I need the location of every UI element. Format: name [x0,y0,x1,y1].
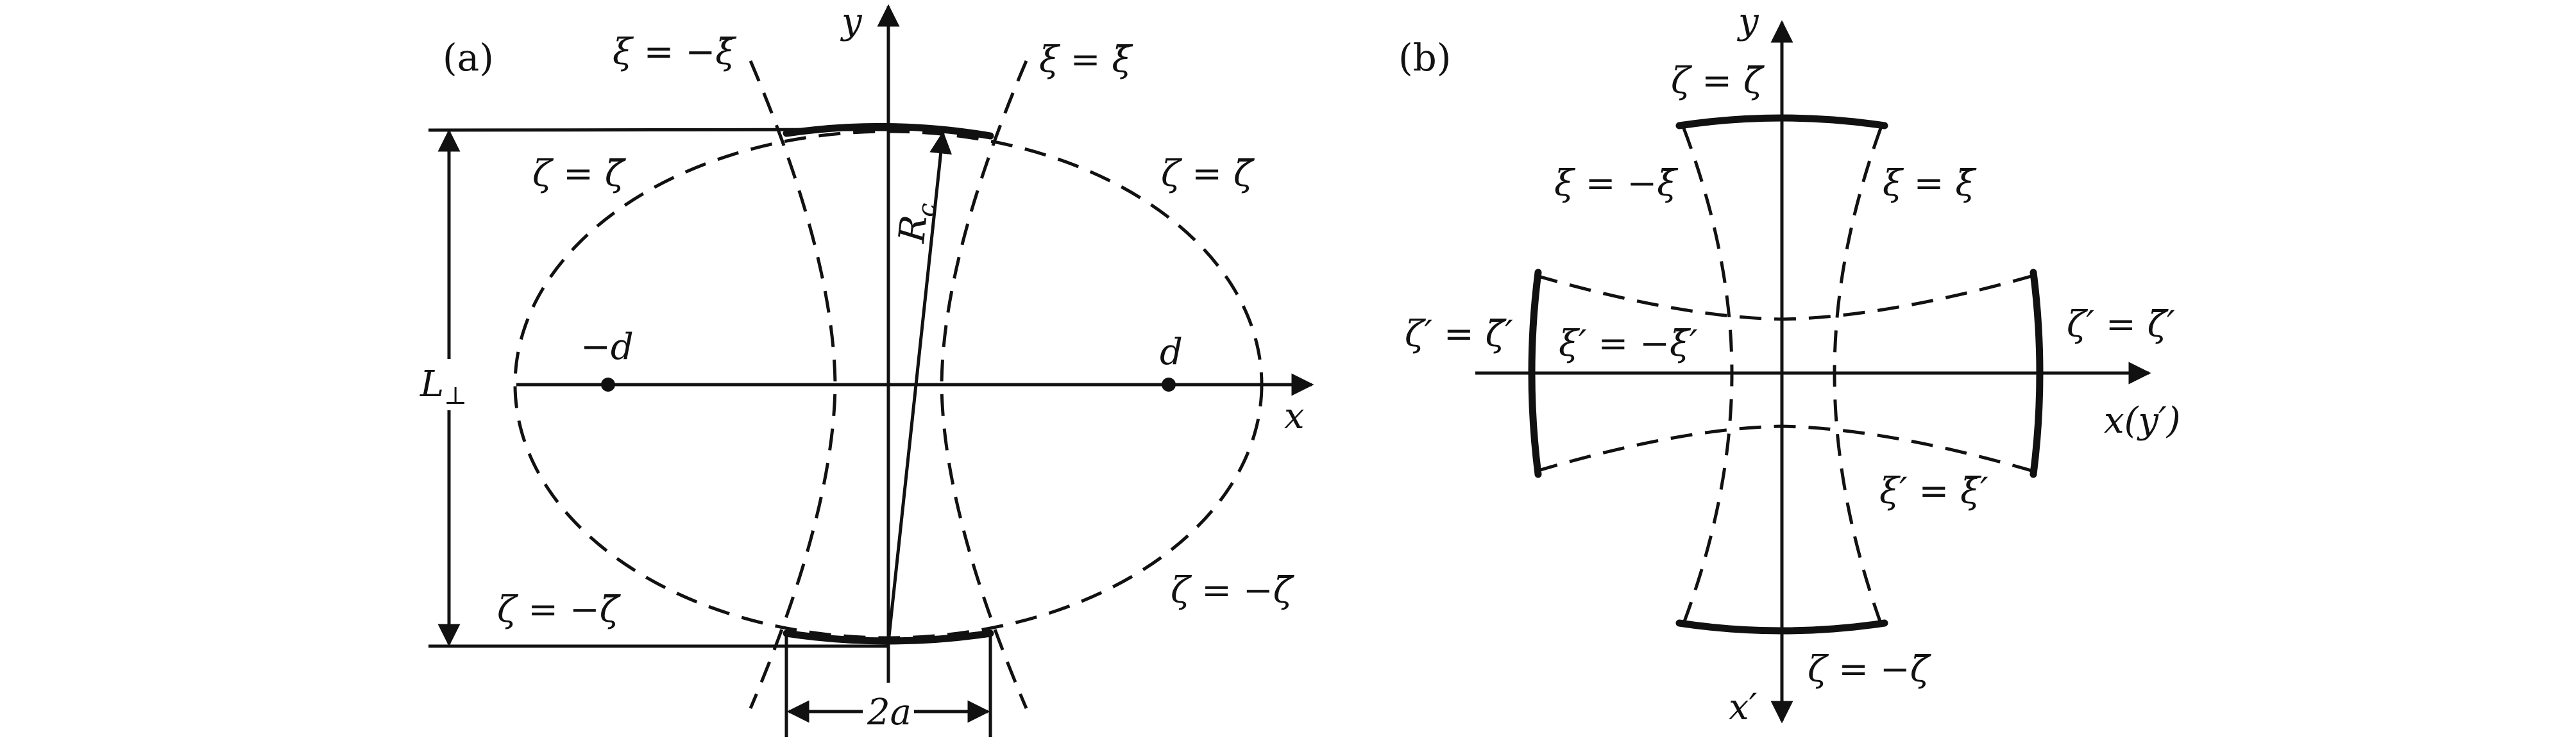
zeta-prime-right-label: ζ′ = ζ̄′ [2067,304,2175,346]
panel-b: (b) x(y′) y x′ ζ = ζ̄ ζ = −ζ̄ ξ = −ξ̄ ξ … [1398,1,2181,728]
focus-right [1162,378,1176,392]
rc-arrow [886,131,953,643]
axis-y-label-a: y [840,1,863,42]
focus-left-label: −d [580,326,634,368]
axis-y-label-b: y [1736,1,1759,42]
zeta-prime-left-label: ζ′ = ζ̄′ [1405,313,1513,355]
hyperbola-b-right [1833,128,1883,624]
zeta-bottom-label-b: ζ = −ζ̄ [1808,649,1932,690]
axis-x-prime-label-b: x′ [1729,687,1758,728]
zeta-bottom-left-label: ζ = −ζ̄ [497,589,622,631]
zeta-top-left-label: ζ = ζ̄ [532,153,627,195]
hyperbola-b-bottom [1536,424,2034,473]
focus-left [601,378,615,392]
focus-right-label: d [1160,331,1183,373]
panel-a: (a) x y L⊥ −d d Rc 2a ξ [419,1,1314,737]
axis-x-label-a: x [1284,396,1305,437]
xi-pos-label-b: ξ = ξ̄ [1883,163,1977,204]
ref-line-top [428,128,889,132]
l-perp-label: L⊥ [419,363,467,410]
two-a-label: 2a [867,692,911,733]
panel-b-tag: (b) [1398,36,1451,79]
zeta-bottom-right-label: ζ = −ζ̄ [1171,570,1295,612]
xi-neg-label-a: ξ = −ξ̄ [613,31,737,73]
xi-prime-neg-label: ξ′ = −ξ̄′ [1559,323,1698,365]
xi-prime-pos-label: ξ′ = ξ̄′ [1879,471,1988,512]
xi-neg-label-b: ξ = −ξ̄ [1554,163,1679,204]
hyperbola-b-top [1536,274,2034,321]
axis-x-label-b: x(y′) [2104,400,2181,442]
hyperbola-b-left [1682,128,1734,624]
zeta-top-label-b: ζ = ζ̄ [1671,60,1765,102]
panel-a-tag: (a) [443,36,494,79]
zeta-top-right-label: ζ = ζ̄ [1161,153,1255,195]
rc-label: Rc [891,200,941,246]
xi-pos-label-a: ξ = ξ̄ [1039,39,1133,81]
